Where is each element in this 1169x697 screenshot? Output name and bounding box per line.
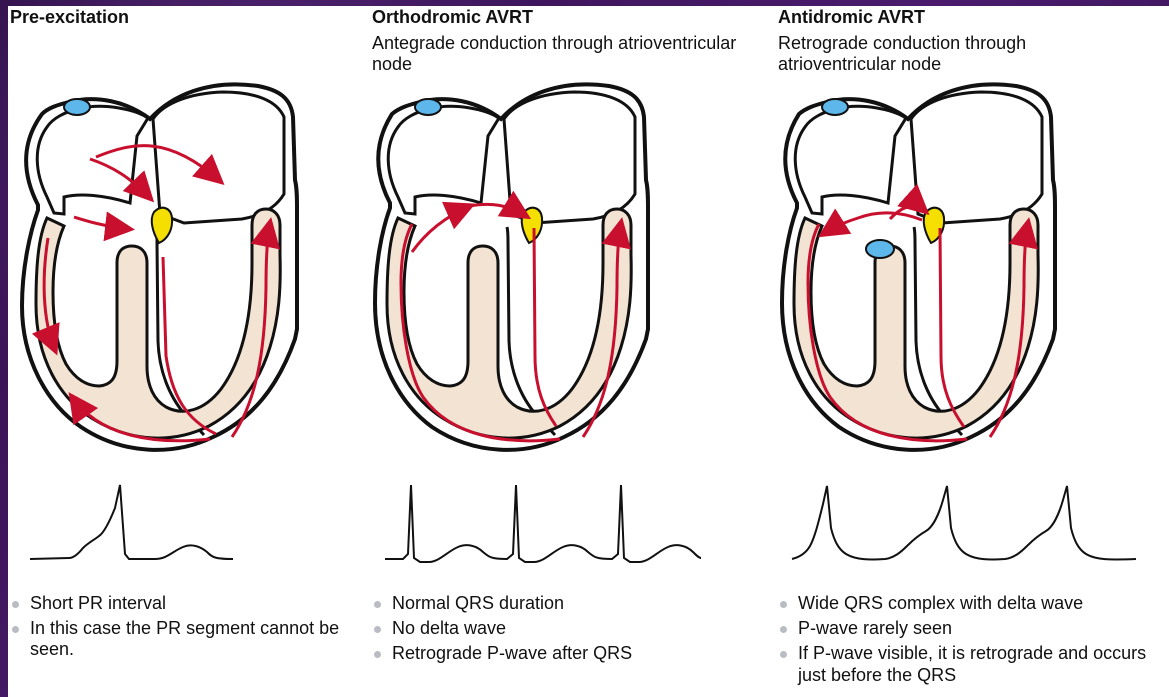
ecg-line	[792, 486, 1136, 559]
findings-list: Normal QRS duration No delta wave Retrog…	[374, 593, 734, 669]
finding-item: Normal QRS duration	[374, 593, 734, 614]
finding-item: Retrograde P-wave after QRS	[374, 643, 734, 664]
finding-item: Short PR interval	[12, 593, 352, 614]
ecg-line	[30, 485, 233, 559]
accessory-node-icon	[866, 240, 894, 258]
sa-node-icon	[64, 99, 90, 115]
ecg-tracing	[28, 480, 248, 570]
finding-item: In this case the PR segment cannot be se…	[12, 618, 352, 660]
pre-excitation-heart-diagram	[8, 6, 368, 466]
finding-item: If P-wave visible, it is retrograde and …	[780, 643, 1165, 685]
finding-item: No delta wave	[374, 618, 734, 639]
orthodromic-heart-diagram	[370, 6, 760, 466]
findings-list: Wide QRS complex with delta wave P-wave …	[780, 593, 1165, 690]
findings-list: Short PR interval In this case the PR se…	[12, 593, 352, 665]
sa-node-icon	[822, 99, 848, 115]
ecg-tracing	[790, 480, 1140, 570]
ecg-line	[385, 485, 701, 562]
sa-node-icon	[415, 99, 441, 115]
finding-item: P-wave rarely seen	[780, 618, 1165, 639]
antidromic-avrt-panel: Antidromic AVRT Retrograde conduction th…	[776, 6, 1169, 697]
finding-item: Wide QRS complex with delta wave	[780, 593, 1165, 614]
ecg-tracing	[383, 480, 703, 570]
antidromic-heart-diagram	[776, 6, 1169, 466]
pre-excitation-panel: Pre-excitation	[8, 6, 368, 697]
diagram-canvas: Pre-excitation	[8, 6, 1169, 697]
orthodromic-avrt-panel: Orthodromic AVRT Antegrade conduction th…	[370, 6, 760, 697]
